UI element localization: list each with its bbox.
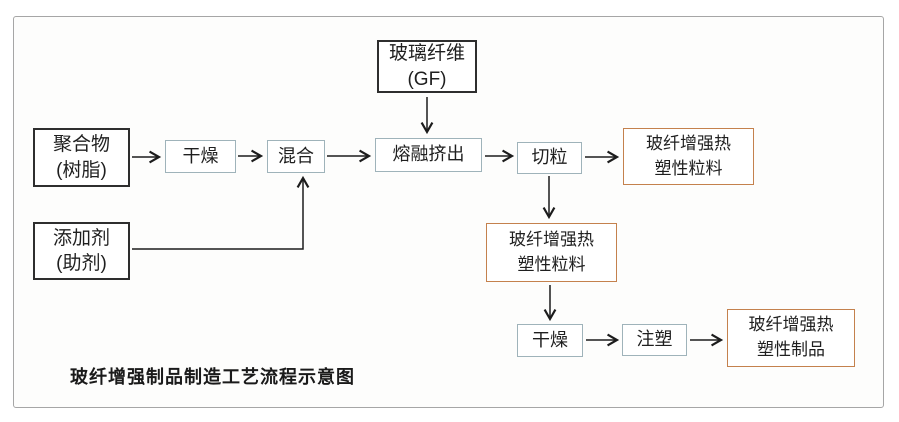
node-pellets-output-1-line2: 塑性粒料 xyxy=(654,158,723,178)
node-polymer-line2: (树脂) xyxy=(56,159,107,181)
node-pellets-output-1-line1: 玻纤增强热 xyxy=(646,133,731,153)
node-melt-extrusion-label: 熔融挤出 xyxy=(392,144,465,165)
node-pellets-output-2-line2: 塑性粒料 xyxy=(517,254,586,274)
node-additive-line2: (助剂) xyxy=(56,253,107,274)
node-melt-extrusion: 熔融挤出 xyxy=(375,138,482,172)
node-polymer-line1: 聚合物 xyxy=(52,134,110,156)
node-glass-fiber-line1: 玻璃纤维 xyxy=(388,43,465,65)
node-glass-fiber: 玻璃纤维 (GF) xyxy=(377,40,477,93)
node-glass-fiber-line2: (GF) xyxy=(407,68,447,90)
node-pellets-output-1: 玻纤增强热 塑性粒料 xyxy=(623,128,754,185)
diagram-caption: 玻纤增强制品制造工艺流程示意图 xyxy=(70,367,355,387)
node-drying-1: 干燥 xyxy=(165,140,236,173)
node-final-product: 玻纤增强热 塑性制品 xyxy=(727,309,855,367)
node-pelletizing: 切粒 xyxy=(517,142,582,174)
node-drying-2-label: 干燥 xyxy=(532,329,568,350)
node-additive-line1: 添加剂 xyxy=(52,227,110,249)
node-mixing-label: 混合 xyxy=(278,145,314,166)
node-additive: 添加剂 (助剂) xyxy=(33,222,130,280)
node-drying-1-label: 干燥 xyxy=(182,145,219,166)
node-final-product-line1: 玻纤增强热 xyxy=(748,315,834,335)
node-pellets-output-2-line1: 玻纤增强热 xyxy=(509,229,594,249)
node-mixing: 混合 xyxy=(267,140,325,173)
node-injection-molding: 注塑 xyxy=(622,324,687,356)
node-polymer: 聚合物 (树脂) xyxy=(33,128,130,187)
node-pellets-output-2: 玻纤增强热 塑性粒料 xyxy=(486,223,617,282)
node-pelletizing-label: 切粒 xyxy=(531,147,568,168)
node-drying-2: 干燥 xyxy=(517,324,583,357)
node-injection-molding-label: 注塑 xyxy=(636,329,673,350)
node-final-product-line2: 塑性制品 xyxy=(757,340,825,359)
